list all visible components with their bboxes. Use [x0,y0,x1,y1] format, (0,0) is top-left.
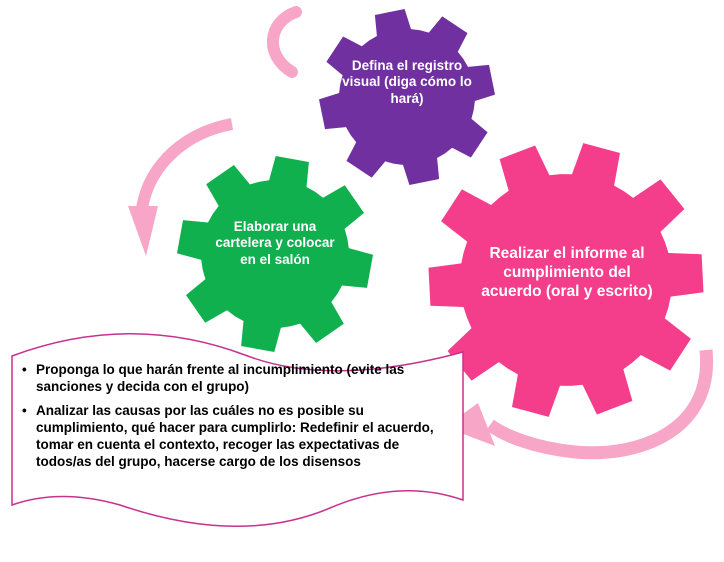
cycle-arrow-bottom-head [445,403,495,446]
gear-green [177,156,373,352]
bullet-marker: • [22,362,27,377]
cycle-arrow-bottom [486,349,714,460]
gear-purple-label: Defina el registro visual (diga cómo lo … [342,58,472,106]
gear-purple [319,9,495,185]
cycle-arrow-left-head [128,206,158,256]
scroll-bullet-list: • Proponga lo que harán frente al incump… [22,362,452,470]
cycle-arrow-left [136,118,234,210]
bullet-item: • Analizar las causas por las cuáles no … [22,403,452,470]
cycle-arrow-top [267,6,302,78]
gear-pink-label: Realizar el informe al cumplimiento del … [481,245,653,300]
gear-green-label: Elaborar una cartelera y colocar en el s… [215,219,335,267]
gear-pink [428,143,704,417]
scroll-banner [11,333,464,528]
bullet-item-text: Proponga lo que harán frente al incumpli… [36,362,405,394]
bullet-item: • Proponga lo que harán frente al incump… [22,362,452,395]
bullet-marker: • [22,403,27,419]
bullet-item-text: Analizar las causas por las cuáles no es… [36,403,434,469]
scroll-text: • Proponga lo que harán frente al incump… [22,362,452,478]
